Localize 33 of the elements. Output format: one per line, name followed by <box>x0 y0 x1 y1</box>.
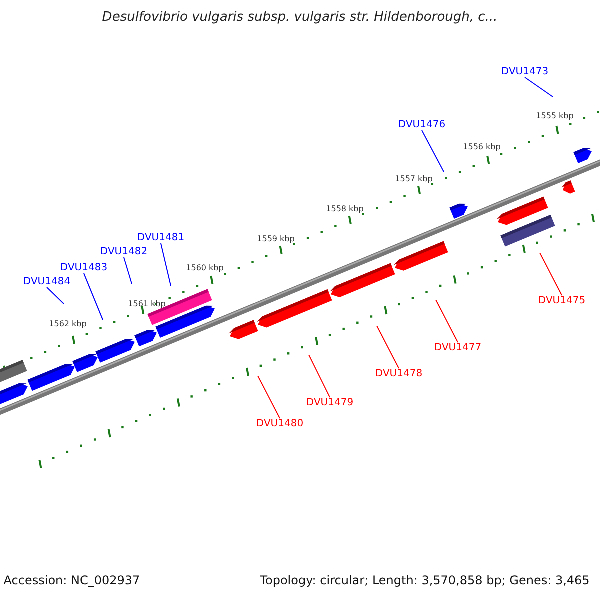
tick-label: 1560 kbp <box>186 264 224 274</box>
leader-line <box>258 376 280 419</box>
leader-line <box>540 252 562 296</box>
gene-label: DVU1479 <box>306 398 354 408</box>
tick-label: 1555 kbp <box>536 112 574 122</box>
leader-line <box>376 326 400 369</box>
gene-label: DVU1480 <box>256 418 304 430</box>
leader-line <box>160 243 172 286</box>
leader-line <box>124 257 132 284</box>
leader-line <box>524 77 554 98</box>
diagram-title: Desulfovibrio vulgaris subsp. vulgaris str. Hildenborough, c... <box>102 10 498 26</box>
gene-label: DVU1478 <box>375 368 423 380</box>
leader-line <box>436 300 458 343</box>
tick-label: 1556 kbp <box>463 144 501 152</box>
leader-line <box>422 130 444 172</box>
tick-label: 1559 kbp <box>257 236 295 244</box>
leader-line <box>308 354 330 398</box>
leader-line <box>84 273 104 320</box>
genome-info-text: Topology: circular; Length: 3,570,858 bp; Genes: 3,465 <box>260 574 590 588</box>
gene-label: DVU1483 <box>60 262 108 274</box>
tick-label: 1557 kbp <box>395 176 433 184</box>
tick-label: 1558 kbp <box>326 206 364 214</box>
tick-label: 1562 kbp <box>49 320 87 330</box>
gene-label: DVU1484 <box>23 276 71 288</box>
gene-label: DVU1477 <box>434 342 482 354</box>
leader-line <box>46 287 64 304</box>
gene-label: DVU1475 <box>538 296 586 306</box>
gene-label: DVU1481 <box>137 232 185 244</box>
gene-label: DVU1476 <box>398 120 446 130</box>
gene-label: DVU1482 <box>100 246 148 258</box>
gene-label: DVU1473 <box>501 66 549 78</box>
accession-text: Accession: NC_002937 <box>4 574 140 588</box>
tick-label: 1561 kbp <box>128 300 166 310</box>
